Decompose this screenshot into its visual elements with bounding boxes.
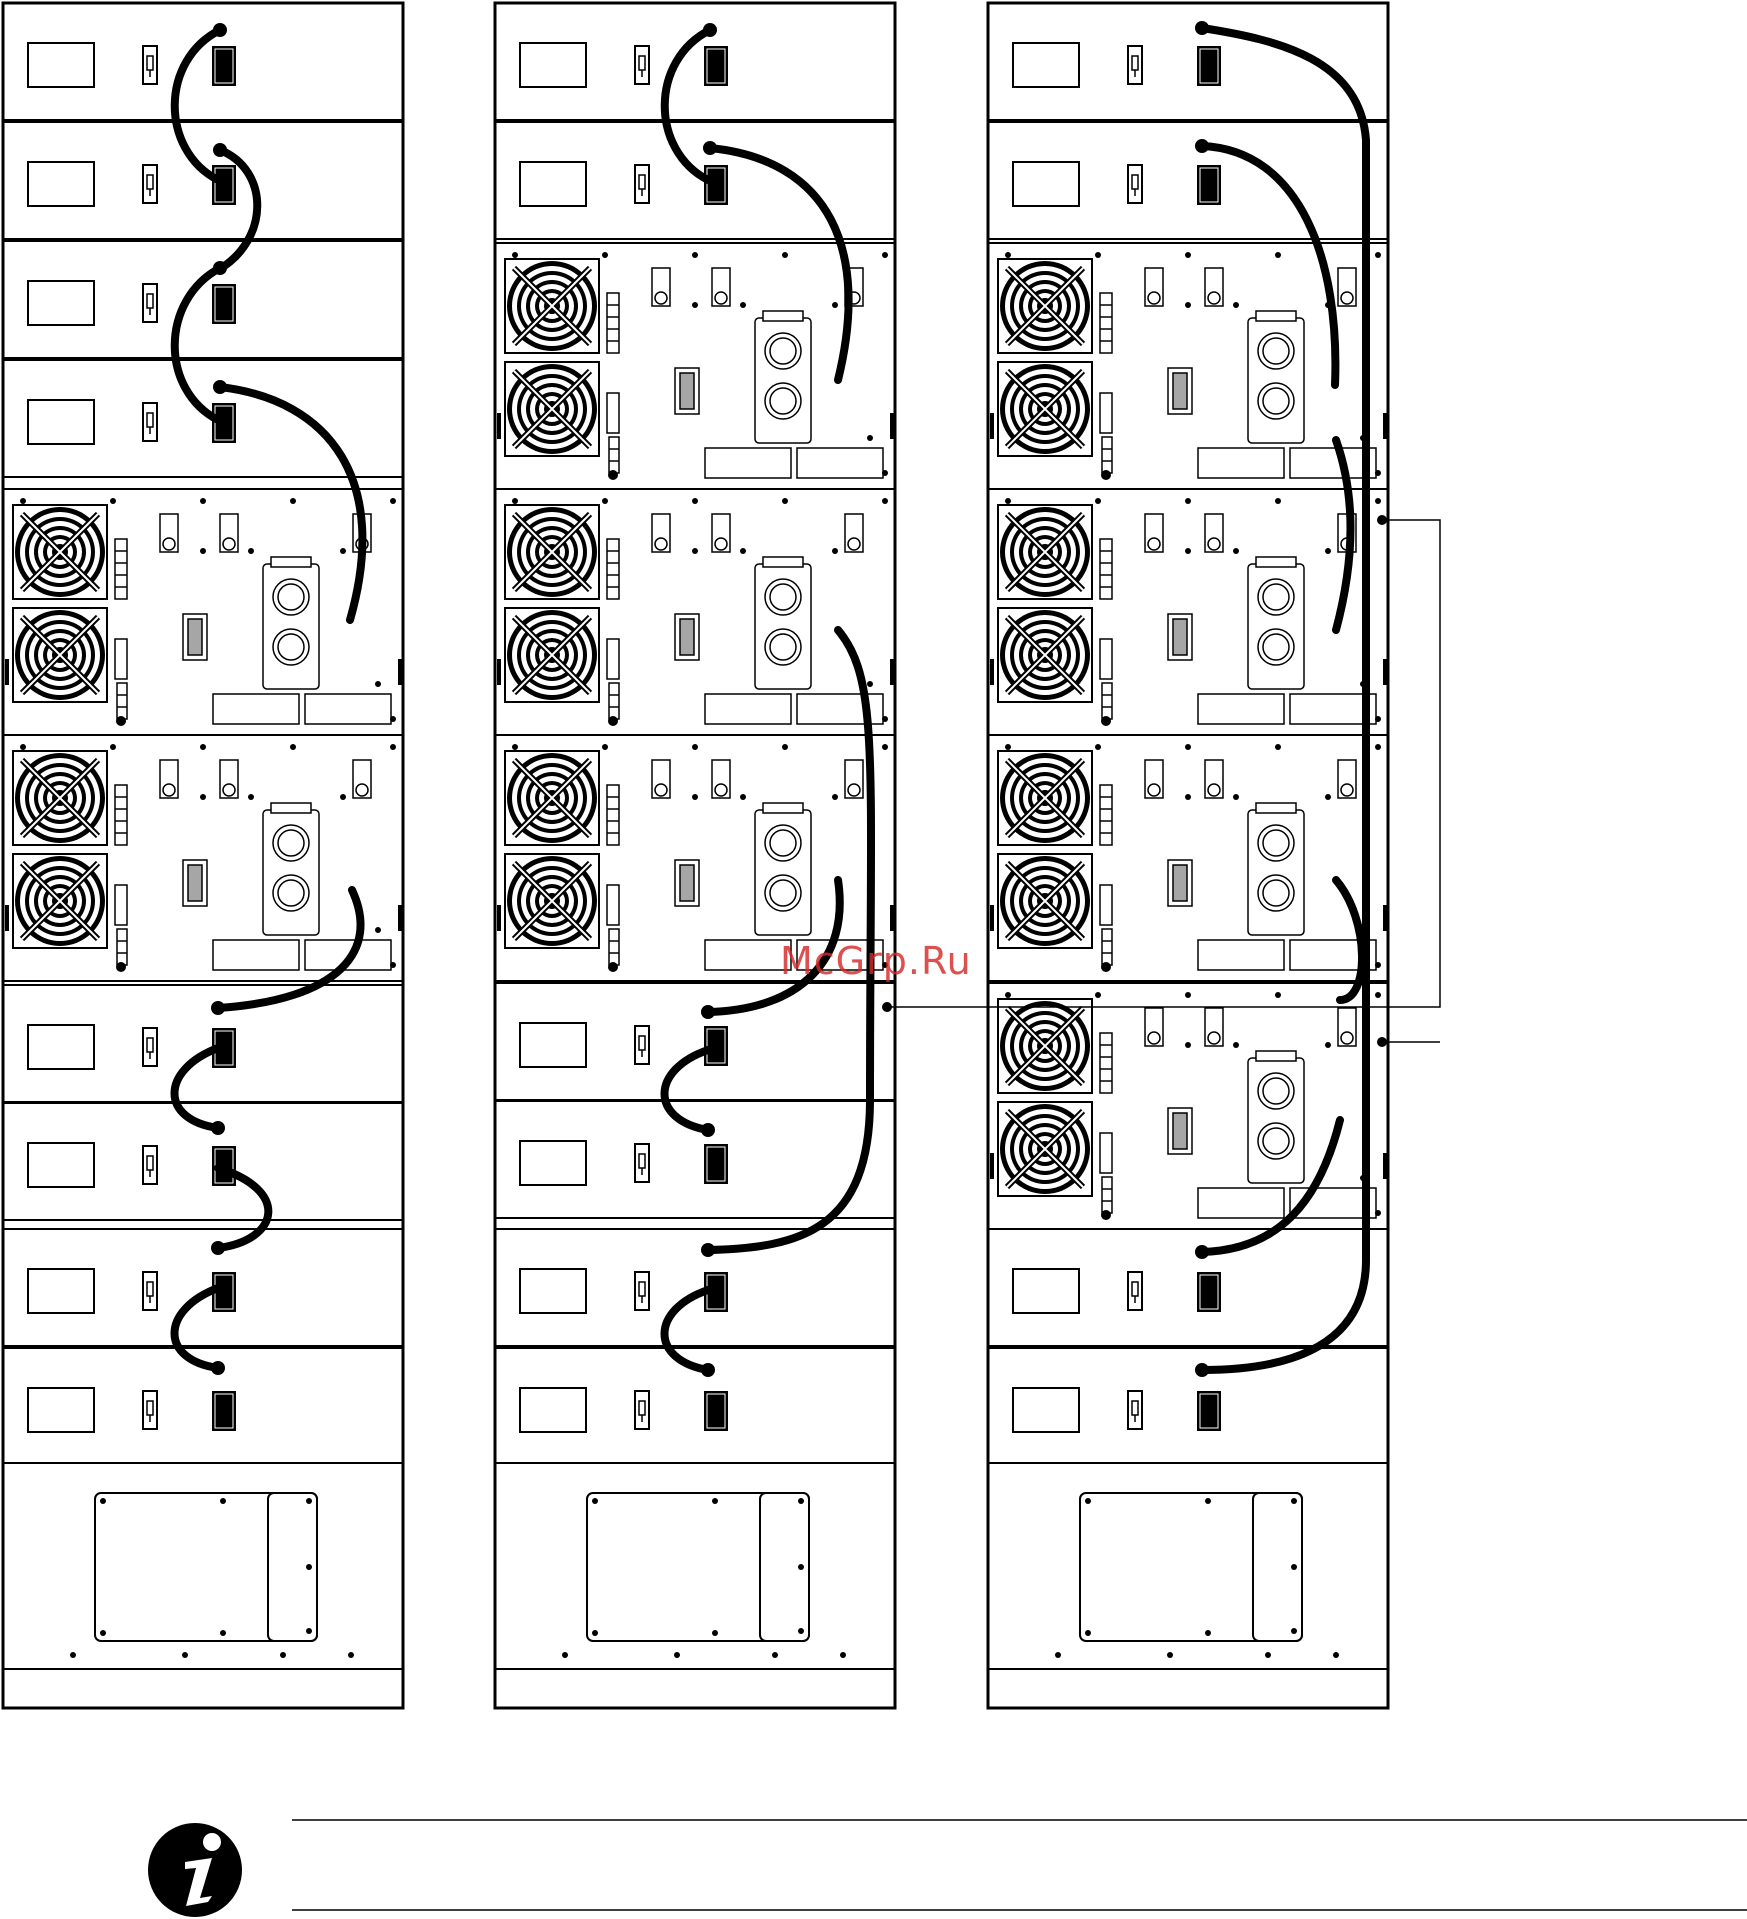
battery-module <box>495 1229 895 1346</box>
ups-module <box>3 735 403 981</box>
ups-module <box>495 243 895 489</box>
battery-module <box>988 1229 1388 1346</box>
ups-module <box>988 489 1388 735</box>
watermark: McGrp.Ru <box>780 939 972 983</box>
battery-module <box>495 983 895 1100</box>
ups-module <box>495 489 895 735</box>
center-rack <box>495 3 895 1708</box>
ups-module <box>3 489 403 735</box>
base-module <box>495 1463 895 1669</box>
battery-module <box>3 122 403 239</box>
battery-module <box>3 241 403 358</box>
right-rack <box>988 3 1388 1708</box>
battery-module <box>495 1101 895 1218</box>
ups-module <box>988 735 1388 981</box>
battery-module <box>988 3 1388 120</box>
battery-module <box>988 1348 1388 1465</box>
battery-module <box>988 122 1388 239</box>
battery-module <box>495 3 895 120</box>
battery-module <box>3 1229 403 1346</box>
note-area <box>148 1820 1747 1917</box>
battery-module <box>3 985 403 1102</box>
info-icon <box>148 1823 242 1917</box>
left-rack <box>3 3 403 1708</box>
ups-module <box>988 983 1388 1229</box>
base-module <box>988 1463 1388 1669</box>
base-module <box>3 1463 403 1669</box>
battery-module <box>3 3 403 120</box>
